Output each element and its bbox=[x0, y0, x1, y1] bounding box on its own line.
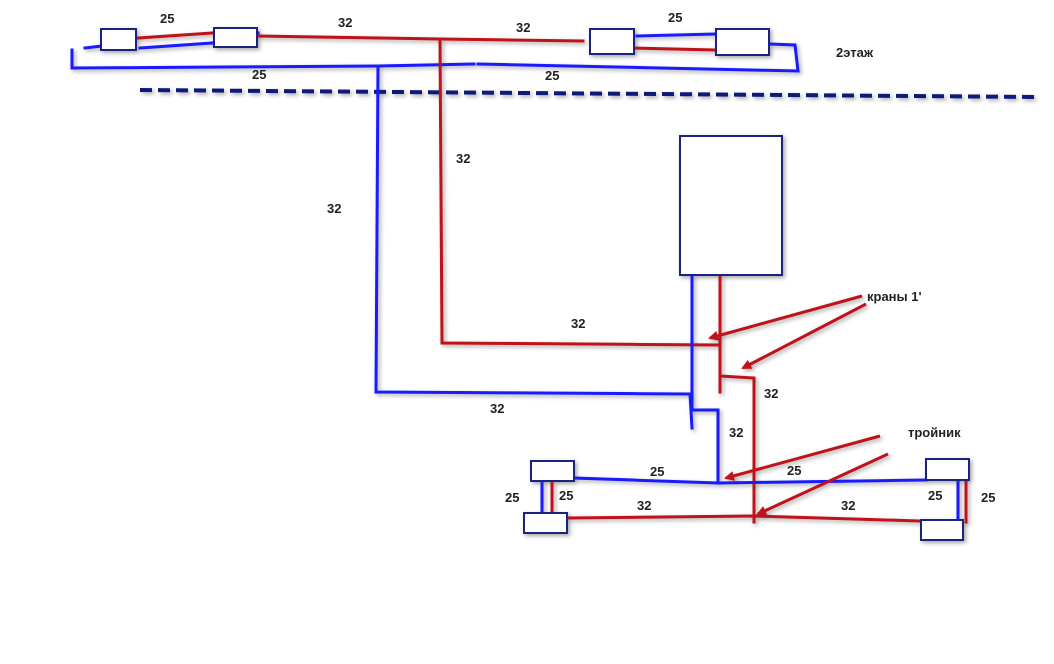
cranes-arrow-2 bbox=[741, 302, 867, 370]
label-d32: 32 bbox=[338, 15, 352, 30]
boiler-return bbox=[690, 274, 720, 485]
boiler-supply bbox=[718, 274, 756, 524]
radiator-floor1-3 bbox=[925, 458, 970, 481]
label-d25: 25 bbox=[650, 464, 664, 479]
label-d25: 25 bbox=[252, 67, 266, 82]
label-d25: 25 bbox=[981, 490, 995, 505]
label-tee: тройник bbox=[908, 425, 961, 440]
label-d25: 25 bbox=[928, 488, 942, 503]
riser-return bbox=[374, 64, 694, 430]
tee-arrow-1 bbox=[724, 434, 881, 481]
label-d32: 32 bbox=[841, 498, 855, 513]
label-d25: 25 bbox=[545, 68, 559, 83]
floor1-supply-pipe bbox=[550, 476, 968, 524]
riser-supply bbox=[438, 37, 722, 347]
tee-arrow-2 bbox=[756, 452, 889, 516]
label-cranes: краны 1' bbox=[867, 289, 922, 304]
floor-divider bbox=[139, 88, 1041, 99]
label-d32: 32 bbox=[764, 386, 778, 401]
label-d25: 25 bbox=[787, 463, 801, 478]
boiler bbox=[679, 135, 783, 276]
label-d32: 32 bbox=[729, 425, 743, 440]
radiator-floor2-3 bbox=[589, 28, 635, 55]
label-d32: 32 bbox=[571, 316, 585, 331]
label-d32: 32 bbox=[327, 201, 341, 216]
radiator-floor2-4 bbox=[715, 28, 770, 56]
radiator-floor2-1 bbox=[100, 28, 137, 51]
label-d25: 25 bbox=[505, 490, 519, 505]
radiator-floor2-2 bbox=[213, 27, 258, 48]
radiator-floor1-1 bbox=[530, 460, 575, 482]
label-d25: 25 bbox=[160, 11, 174, 26]
label-d32: 32 bbox=[637, 498, 651, 513]
label-d25: 25 bbox=[559, 488, 573, 503]
label-d32: 32 bbox=[456, 151, 470, 166]
radiator-floor1-4 bbox=[920, 519, 964, 541]
radiator-floor1-2 bbox=[523, 512, 568, 534]
label-d32: 32 bbox=[516, 20, 530, 35]
label-d25: 25 bbox=[668, 10, 682, 25]
label-floor2: 2этаж bbox=[836, 45, 874, 60]
floor1-return-pipe bbox=[540, 476, 960, 523]
label-d32: 32 bbox=[490, 401, 504, 416]
cranes-arrow-1 bbox=[708, 294, 863, 341]
